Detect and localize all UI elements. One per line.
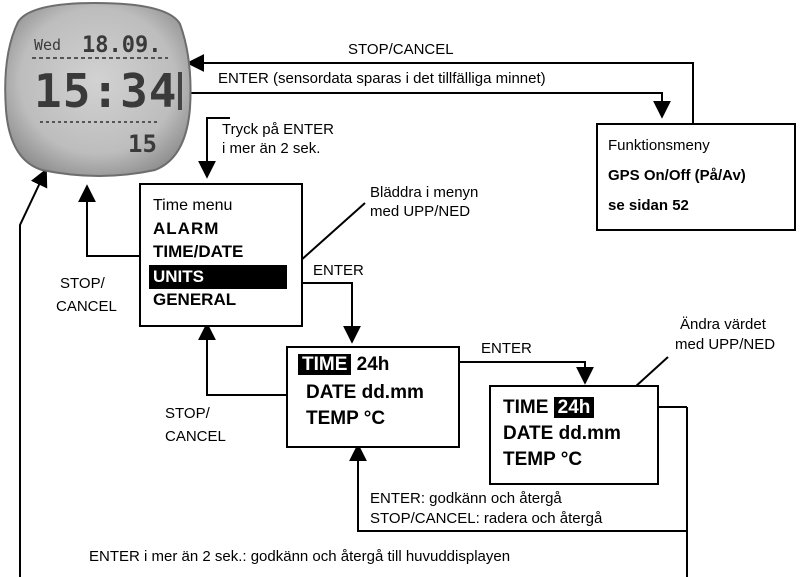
label-mid-cancel-2: CANCEL xyxy=(165,428,226,445)
units-row-temp: TEMP °C xyxy=(306,408,385,430)
watch-seconds: 15 xyxy=(128,130,157,158)
units-enter-arrow xyxy=(290,282,361,344)
hold-enter-arrow xyxy=(198,117,230,179)
note-scroll-2: med UPP/NED xyxy=(370,203,471,220)
edit-date-label: DATE xyxy=(503,423,554,444)
watch-date: 18.09. xyxy=(82,33,162,58)
note-change-1: Ändra värdet xyxy=(680,316,766,333)
units-date-value: dd.mm xyxy=(361,382,424,403)
edit-temp-label: TEMP xyxy=(503,449,556,470)
label-left-cancel-2: CANCEL xyxy=(56,298,117,315)
edit-time-value: 24h xyxy=(553,397,595,418)
label-top-cancel: STOP/CANCEL xyxy=(348,41,454,58)
edit-date-value: dd.mm xyxy=(558,423,621,444)
label-top-enter: ENTER (sensordata sparas i det tillfälli… xyxy=(218,70,546,87)
edit-row-time: TIME 24h xyxy=(503,397,595,419)
time-menu-title: Time menu xyxy=(153,197,233,214)
time-menu-box: Time menu ALARM TIME/DATE UNITS GENERAL xyxy=(139,183,303,327)
function-menu-title: Funktionsmeny xyxy=(608,137,710,154)
label-mid-cancel-1: STOP/ xyxy=(165,405,210,422)
units-row-date: DATE dd.mm xyxy=(306,382,424,404)
label-bottom-note: ENTER i mer än 2 sek.: godkänn och återg… xyxy=(89,548,511,565)
note-scroll-1: Bläddra i menyn xyxy=(370,184,479,201)
function-menu-box: Funktionsmeny GPS On/Off (På/Av) se sida… xyxy=(596,123,796,231)
edit-temp-value: °C xyxy=(560,449,583,470)
units-temp-value: °C xyxy=(363,408,386,429)
edit-row-date: DATE dd.mm xyxy=(503,423,621,445)
cancel-to-watch-arrow xyxy=(186,54,694,123)
confirm-return-arrow xyxy=(349,407,688,532)
label-units-enter: ENTER xyxy=(313,262,364,279)
label-time-enter: ENTER xyxy=(481,340,532,357)
label-confirm-2: STOP/CANCEL: radera och återgå xyxy=(370,510,603,527)
time-menu-item-general: GENERAL xyxy=(153,290,237,309)
enter-to-function-menu-arrow xyxy=(186,92,671,119)
time-menu-item-timedate: TIME/DATE xyxy=(153,242,244,261)
units-cancel-arrow xyxy=(198,322,286,396)
function-menu-gps: GPS On/Off (På/Av) xyxy=(608,167,746,184)
units-row-time: TIME 24h xyxy=(298,354,389,376)
units-temp-label: TEMP xyxy=(306,408,359,429)
units-time-label: TIME xyxy=(298,354,352,375)
units-time-value: 24h xyxy=(356,354,390,375)
units-menu-box: TIME 24h DATE dd.mm TEMP °C xyxy=(286,346,460,448)
label-left-cancel-1: STOP/ xyxy=(60,275,105,292)
time-menu-item-alarm: ALARM xyxy=(153,219,220,238)
time-menu-item-units: UNITS xyxy=(149,265,287,289)
watch-time: 15:34 xyxy=(34,64,178,118)
watch-day: Wed xyxy=(34,36,62,54)
edit-time-label: TIME xyxy=(503,397,549,418)
edit-row-temp: TEMP °C xyxy=(503,449,582,471)
time-menu-cancel-arrow xyxy=(78,184,139,257)
function-menu-page: se sidan 52 xyxy=(608,197,689,214)
note-change-2: med UPP/NED xyxy=(675,336,776,353)
label-hold-enter-1: Tryck på ENTER xyxy=(222,121,334,138)
units-date-label: DATE xyxy=(306,382,357,403)
long-return-arrow xyxy=(19,168,48,577)
label-confirm-1: ENTER: godkänn och återgå xyxy=(370,490,562,507)
watch-display xyxy=(4,1,192,177)
edit-menu-box: TIME 24h DATE dd.mm TEMP °C xyxy=(489,385,659,485)
label-hold-enter-2: i mer än 2 sek. xyxy=(222,140,321,157)
